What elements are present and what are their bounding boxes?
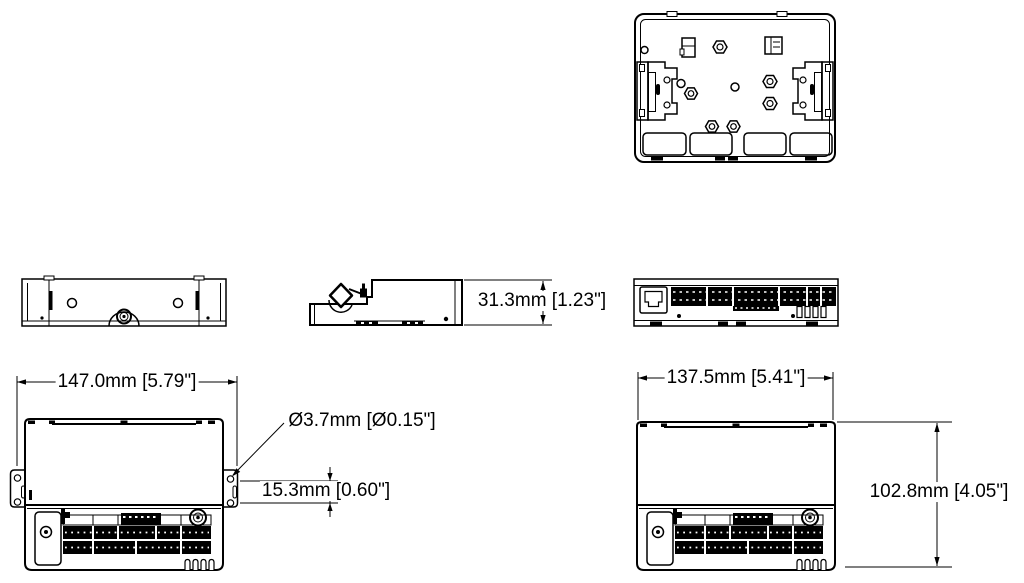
dim-hole-diameter-label: Ø3.7mm [Ø0.15"] [286, 410, 438, 432]
din-bracket-left [636, 61, 678, 121]
power-connector [801, 508, 819, 527]
hex-standoffs [683, 40, 778, 133]
back-view [634, 11, 836, 163]
clip-b [764, 36, 783, 55]
front-view-with-flanges [9, 418, 239, 571]
terminal-strip [671, 287, 836, 311]
dim-flange-height-label: 15.3mm [0.60"] [259, 480, 393, 502]
front-view [636, 421, 836, 571]
top-view [21, 275, 227, 327]
dim-body-width-label: 137.5mm [5.41"] [664, 367, 808, 389]
mounting-flange-left [9, 469, 26, 508]
clip-a [679, 37, 696, 58]
dim-overall-width-label: 147.0mm [5.79"] [55, 371, 199, 393]
bottom-view [633, 278, 839, 327]
dim-body-height-label: 102.8mm [4.05"] [867, 481, 1011, 503]
rj45-jack [639, 286, 668, 314]
indicator-pins [796, 305, 827, 319]
terminal-blocks [62, 513, 212, 554]
power-connector [189, 508, 207, 527]
side-view [309, 279, 463, 326]
terminal-blocks [674, 513, 824, 554]
label-plates [642, 132, 833, 156]
dim-hole-leader [232, 422, 285, 477]
din-bracket-right [792, 61, 834, 121]
dim-flange-height-lines [240, 467, 338, 517]
antenna-connector [328, 282, 354, 309]
dim-side-height-lines [464, 279, 552, 326]
mounting-flange-right [222, 469, 239, 508]
dim-side-height-label: 31.3mm [1.23"] [475, 290, 609, 312]
